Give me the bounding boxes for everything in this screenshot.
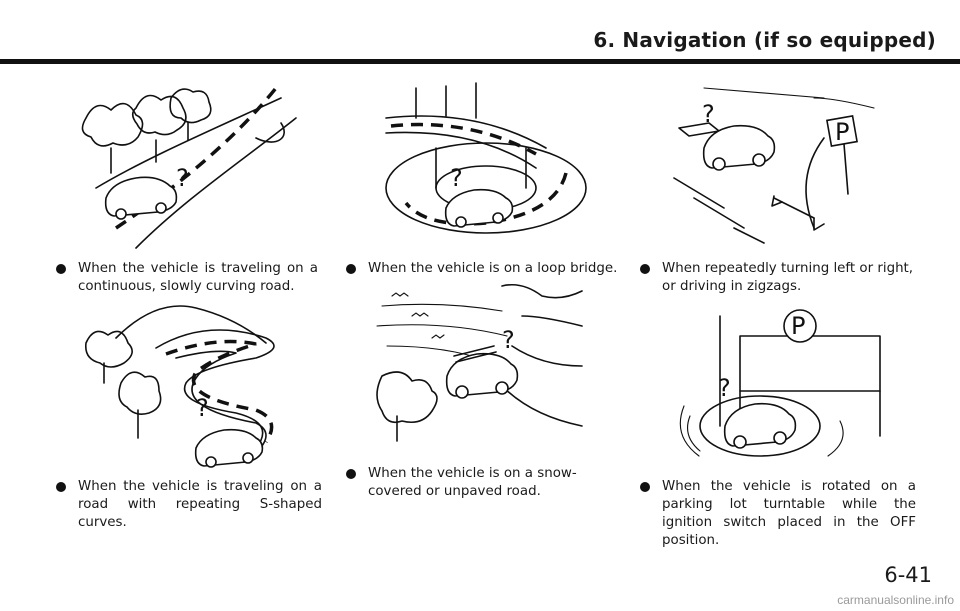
question-mark-6: ? (718, 374, 731, 402)
illustration-parking-turntable: P ? (670, 306, 890, 468)
page-number: 6-41 (884, 563, 932, 587)
parking-sign-letter-2: P (791, 312, 805, 340)
illustration-loop-bridge: ? (376, 78, 588, 240)
bullet-icon (56, 264, 66, 274)
illustration-snow-road: ? (372, 276, 590, 448)
watermark: carmanualsonline.info (837, 593, 954, 607)
question-mark-5: ? (702, 100, 715, 128)
bullet-icon (346, 469, 356, 479)
list-item-text: When the vehicle is traveling on a road … (78, 479, 322, 530)
question-mark-4: ? (502, 326, 515, 354)
bullet-icon (640, 264, 650, 274)
illustration-zigzag-turning: P ? (664, 78, 886, 250)
list-item-text: When the vehicle is traveling on a conti… (78, 261, 318, 294)
question-mark-1: ? (176, 164, 189, 192)
list-item-text: When the vehicle is rotated on a parking… (662, 479, 916, 548)
bullet-icon (56, 482, 66, 492)
bullet-icon (640, 482, 650, 492)
question-mark-3: ? (450, 164, 463, 192)
question-mark-2: ? (196, 394, 209, 422)
illustration-curving-road: ? (76, 78, 298, 250)
header-rule (0, 59, 960, 64)
illustration-s-curve-road: ? (76, 298, 298, 470)
list-item-text: When repeatedly turning left or right, o… (662, 261, 914, 294)
page-header-title: 6. Navigation (if so equipped) (593, 28, 936, 52)
list-item-text: When the vehicle is on a loop bridge. (368, 261, 618, 276)
bullet-icon (346, 264, 356, 274)
list-item-text: When the vehicle is on a snow-covered or… (368, 466, 577, 499)
parking-sign-letter-1: P (835, 118, 849, 146)
